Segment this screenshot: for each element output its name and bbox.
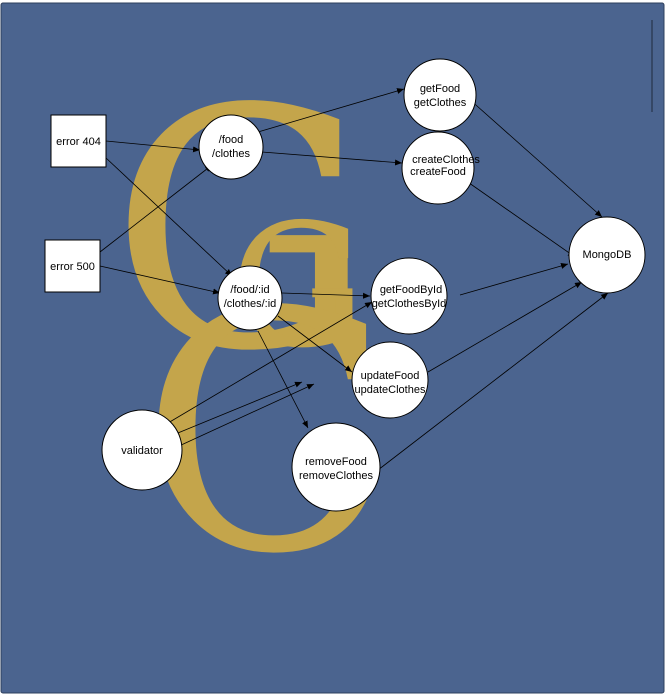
logo-letter-g-large: G bbox=[110, 39, 374, 423]
node-update[interactable]: updateFood updateClothes bbox=[351, 341, 429, 419]
node-remove-line2: removeClothes bbox=[299, 470, 373, 482]
node-get-food-line2: getClothes bbox=[414, 97, 467, 109]
node-create-clothes-line1: createClothes bbox=[412, 154, 480, 166]
edge-validator-update bbox=[172, 381, 303, 436]
node-get-food[interactable]: getFood getClothes bbox=[403, 58, 477, 132]
edge-error500-food bbox=[99, 164, 213, 253]
node-validator[interactable]: validator bbox=[101, 409, 183, 491]
edge-foodid-update bbox=[277, 315, 353, 373]
node-get-by-id-line2: getClothesById bbox=[372, 298, 447, 310]
node-remove-line1: removeFood bbox=[305, 456, 367, 468]
node-food-clothes-id[interactable]: /food/:id /clothes/:id bbox=[217, 265, 283, 331]
node-food-clothes-id-line2: /clothes/:id bbox=[224, 298, 277, 310]
edge-getfood-mongo bbox=[467, 97, 603, 218]
node-get-by-id-line1: getFoodById bbox=[380, 284, 442, 296]
edge-validator-remove bbox=[178, 383, 315, 447]
node-update-line2: updateClothes bbox=[355, 384, 426, 396]
node-error-404-label: error 404 bbox=[56, 136, 101, 148]
edge-validator-getbyid bbox=[167, 301, 373, 424]
node-food-clothes-line1: /food bbox=[219, 134, 243, 146]
edge-food-getfood bbox=[257, 88, 405, 133]
node-food-clothes-id-line1: /food/:id bbox=[230, 284, 269, 296]
edge-food-createclothes bbox=[261, 151, 403, 166]
edge-error404-food bbox=[105, 140, 201, 153]
node-get-by-id[interactable]: getFoodById getClothesById bbox=[370, 257, 448, 335]
node-mongodb-label: MongoDB bbox=[583, 249, 632, 261]
edge-error404-foodid bbox=[105, 157, 233, 277]
edge-update-mongo bbox=[427, 281, 583, 373]
node-get-food-line1: getFood bbox=[420, 83, 460, 95]
edges bbox=[99, 88, 609, 471]
edge-remove-mongo bbox=[377, 292, 609, 471]
node-food-clothes-line2: /clothes bbox=[212, 148, 250, 160]
node-error-500[interactable]: error 500 bbox=[44, 239, 101, 293]
edge-error500-foodid bbox=[99, 265, 221, 295]
node-error-404[interactable]: error 404 bbox=[50, 114, 107, 168]
node-error-500-label: error 500 bbox=[50, 261, 95, 273]
node-mongodb[interactable]: MongoDB bbox=[568, 216, 646, 294]
edge-getbyid-mongo bbox=[459, 263, 569, 296]
node-create-clothes-line2: createFood bbox=[410, 166, 466, 178]
edge-foodid-getbyid bbox=[281, 292, 371, 299]
node-update-line1: updateFood bbox=[361, 370, 420, 382]
node-create-clothes[interactable]: createClothes createFood bbox=[401, 131, 480, 205]
edge-foodid-remove bbox=[257, 330, 309, 429]
node-validator-label: validator bbox=[121, 445, 163, 457]
node-food-clothes[interactable]: /food /clothes bbox=[198, 114, 264, 180]
node-remove[interactable]: removeFood removeClothes bbox=[291, 422, 381, 512]
edge-create-mongo bbox=[461, 177, 576, 258]
